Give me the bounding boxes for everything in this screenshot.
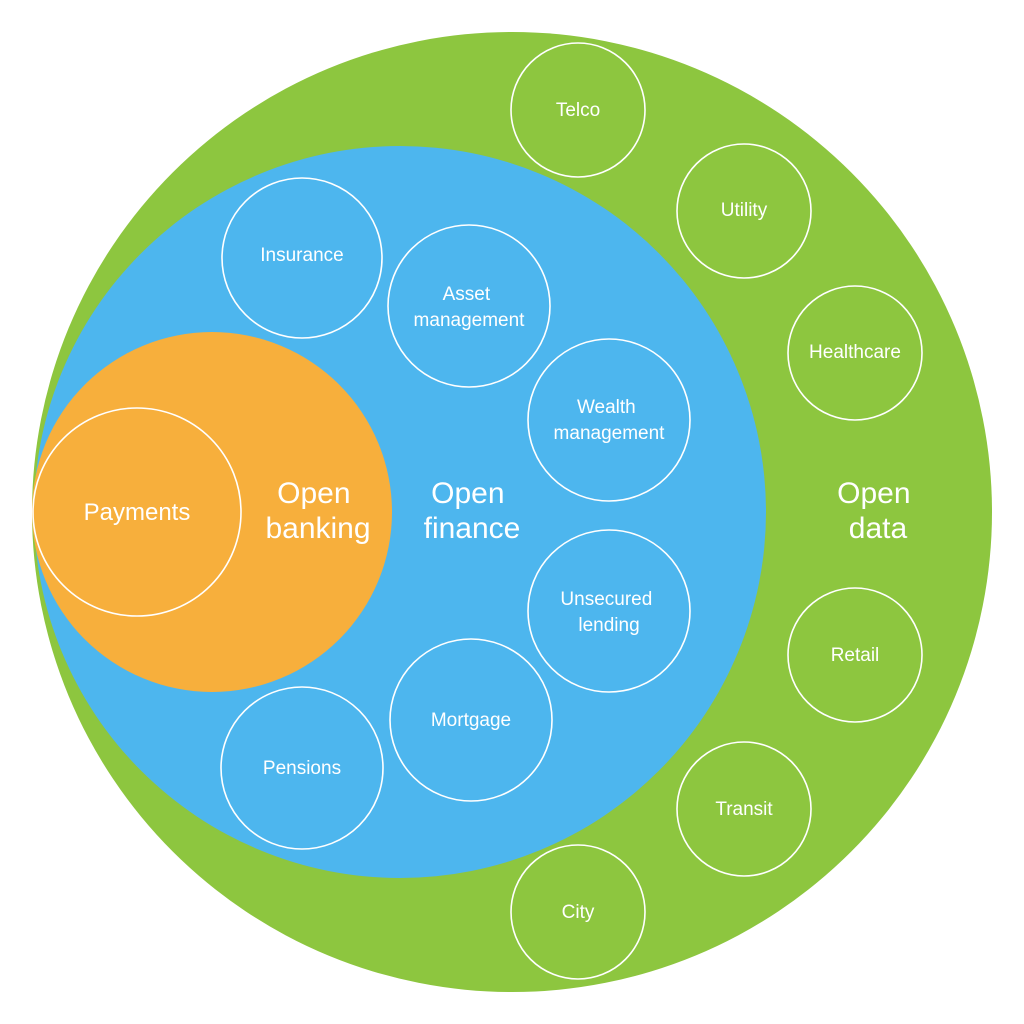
open-data-label-line1: Open: [837, 477, 910, 510]
mortgage-label: Mortgage: [431, 710, 511, 731]
asset-management-label-line2: management: [414, 310, 526, 331]
open-finance-circle: [34, 146, 766, 878]
svg-text:Asset management: Asset management: [414, 284, 526, 331]
unsecured-lending-node: Unsecured lending: [527, 529, 691, 693]
transit-label: Transit: [715, 799, 773, 820]
svg-text:Wealth management: Wealth management: [554, 397, 666, 444]
asset-management-label-line1: Asset: [443, 284, 491, 305]
retail-node: Retail: [787, 587, 923, 723]
healthcare-node: Healthcare: [787, 285, 923, 421]
insurance-node: Insurance: [221, 177, 383, 339]
open-banking-label: Open banking: [265, 477, 370, 545]
open-data-label: Open data: [837, 477, 919, 545]
svg-text:Pensions: Pensions: [263, 758, 341, 779]
wealth-management-label-line1: Wealth: [577, 397, 636, 418]
wealth-management-label-line2: management: [554, 423, 666, 444]
open-banking-label-line2: banking: [265, 512, 370, 545]
svg-text:Unsecured lending: Unsecured lending: [560, 589, 657, 636]
mortgage-node: Mortgage: [389, 638, 553, 802]
open-finance-label: Open finance: [424, 477, 521, 545]
unsecured-lending-label-line1: Unsecured: [560, 589, 652, 610]
svg-text:Mortgage: Mortgage: [431, 710, 511, 731]
transit-node: Transit: [676, 741, 812, 877]
telco-node: Telco: [510, 42, 646, 178]
healthcare-label: Healthcare: [809, 342, 901, 363]
open-finance-label-line2: finance: [424, 512, 521, 545]
city-node: City: [510, 844, 646, 980]
svg-text:Insurance: Insurance: [260, 245, 343, 266]
open-finance-label-line1: Open: [431, 477, 504, 510]
pensions-node: Pensions: [220, 686, 384, 850]
wealth-management-node: Wealth management: [527, 338, 691, 502]
open-data-label-line2: data: [849, 512, 908, 545]
retail-label: Retail: [831, 645, 880, 666]
utility-node: Utility: [676, 143, 812, 279]
telco-label: Telco: [556, 100, 600, 121]
city-label: City: [562, 902, 595, 923]
open-banking-circle: [32, 332, 392, 692]
open-banking-label-line1: Open: [277, 477, 350, 510]
utility-label: Utility: [721, 200, 768, 221]
payments-circle: [32, 407, 242, 617]
payments-label: Payments: [84, 499, 191, 526]
pensions-label: Pensions: [263, 758, 341, 779]
asset-management-node: Asset management: [387, 224, 551, 388]
unsecured-lending-label-line2: lending: [578, 615, 639, 636]
insurance-label: Insurance: [260, 245, 343, 266]
